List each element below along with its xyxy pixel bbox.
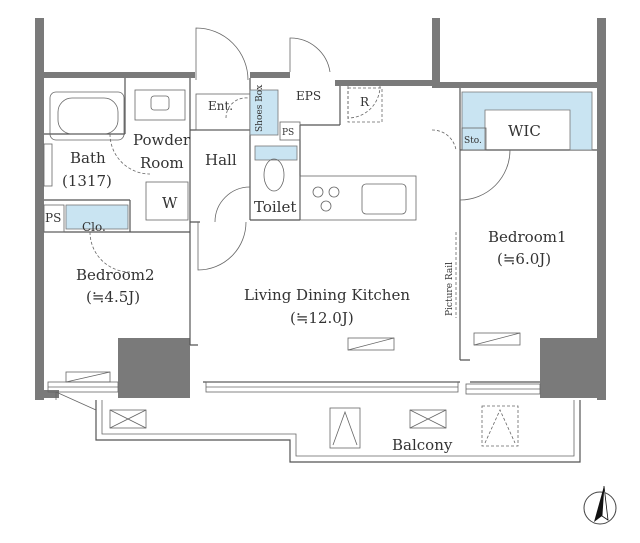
kitchen-counter	[299, 175, 417, 221]
label-ps-top: PS	[282, 128, 294, 138]
bathtub-inner	[57, 97, 119, 135]
label-sto: Sto.	[464, 136, 482, 146]
floor-vent-bed1-diag	[473, 332, 521, 346]
bathtub	[49, 91, 125, 141]
door-ent-closet	[225, 97, 249, 119]
wall-left	[35, 18, 44, 400]
floor-vent-bed2	[65, 371, 111, 383]
label-bath-size: (1317)	[62, 172, 112, 190]
north-arrow-icon	[583, 485, 617, 525]
burner-2	[328, 186, 340, 198]
label-balcony: Balcony	[392, 436, 453, 454]
door-bed2-balcony	[55, 391, 97, 411]
label-bedroom1: Bedroom1	[488, 228, 567, 246]
balcony-outline	[95, 400, 581, 463]
wall-top-mid2	[335, 80, 435, 86]
label-powder: Powder	[133, 131, 191, 149]
floor-vent-ldk-diag	[347, 337, 395, 351]
label-w: W	[162, 194, 178, 212]
water-heater	[329, 407, 361, 449]
door-hall-bed2	[197, 221, 247, 271]
label-eps: EPS	[296, 89, 321, 103]
ac-unit-left-x	[109, 409, 147, 429]
hatch	[481, 405, 519, 447]
ac-unit-left	[109, 409, 147, 429]
wall-top-mid	[250, 72, 290, 78]
kitchen-sink	[361, 183, 407, 215]
washer	[145, 181, 189, 221]
hatch-mark	[484, 409, 516, 444]
door-bed1	[459, 149, 511, 201]
label-bedroom2-size: (≒4.5J)	[86, 288, 140, 306]
label-shoes-box: Shoes Box	[255, 85, 265, 132]
floor-vent-bed2-diag	[65, 371, 111, 383]
powder-basin	[150, 95, 170, 111]
label-picture-rail: Picture Rail	[445, 262, 455, 316]
label-toilet: Toilet	[254, 198, 296, 216]
wall-top-left	[35, 72, 195, 78]
ps-top-box	[279, 121, 301, 141]
wall-right	[597, 18, 606, 400]
powder-sink	[134, 89, 186, 121]
closet-bed2	[65, 204, 129, 230]
shoes-box	[249, 89, 279, 136]
ac-unit-right-x	[409, 409, 447, 429]
door-sto	[431, 129, 457, 151]
label-bath: Bath	[70, 149, 106, 167]
bath-shower	[43, 143, 53, 187]
label-ldk-size: (≒12.0J)	[290, 309, 354, 327]
sto-box	[461, 127, 487, 151]
label-bedroom1-size: (≒6.0J)	[497, 250, 551, 268]
wall-top-right	[432, 18, 440, 88]
door-eps	[289, 37, 331, 73]
label-ps-left: PS	[45, 211, 61, 225]
burner-1	[312, 186, 324, 198]
wall-bottom-left	[35, 390, 59, 398]
ps-left-box	[43, 204, 65, 233]
balcony-inner	[101, 400, 575, 457]
wall-top-right-b	[432, 82, 606, 88]
door-entrance	[195, 27, 249, 81]
label-powder-room: Room	[140, 154, 184, 172]
door-powder	[109, 133, 151, 175]
label-ent: Ent.	[208, 99, 233, 113]
door-bed2-closet	[89, 231, 131, 273]
label-r: R	[360, 95, 370, 109]
column-bottom-left	[118, 338, 190, 398]
toilet-tank	[254, 145, 298, 161]
burner-3	[320, 200, 332, 212]
door-r	[347, 85, 381, 119]
door-toilet	[214, 186, 251, 223]
label-hall: Hall	[205, 151, 237, 169]
floor-vent-bed1	[473, 332, 521, 346]
r-box	[347, 87, 383, 123]
floor-vent-ldk	[347, 337, 395, 351]
label-ldk: Living Dining Kitchen	[244, 286, 410, 304]
label-clo: Clo.	[82, 220, 106, 234]
label-wic: WIC	[508, 122, 541, 140]
water-heater-mark	[332, 410, 358, 446]
column-bottom-right	[540, 338, 606, 398]
label-bedroom2: Bedroom2	[76, 266, 155, 284]
toilet-bowl	[263, 158, 285, 192]
ac-unit-right	[409, 409, 447, 429]
